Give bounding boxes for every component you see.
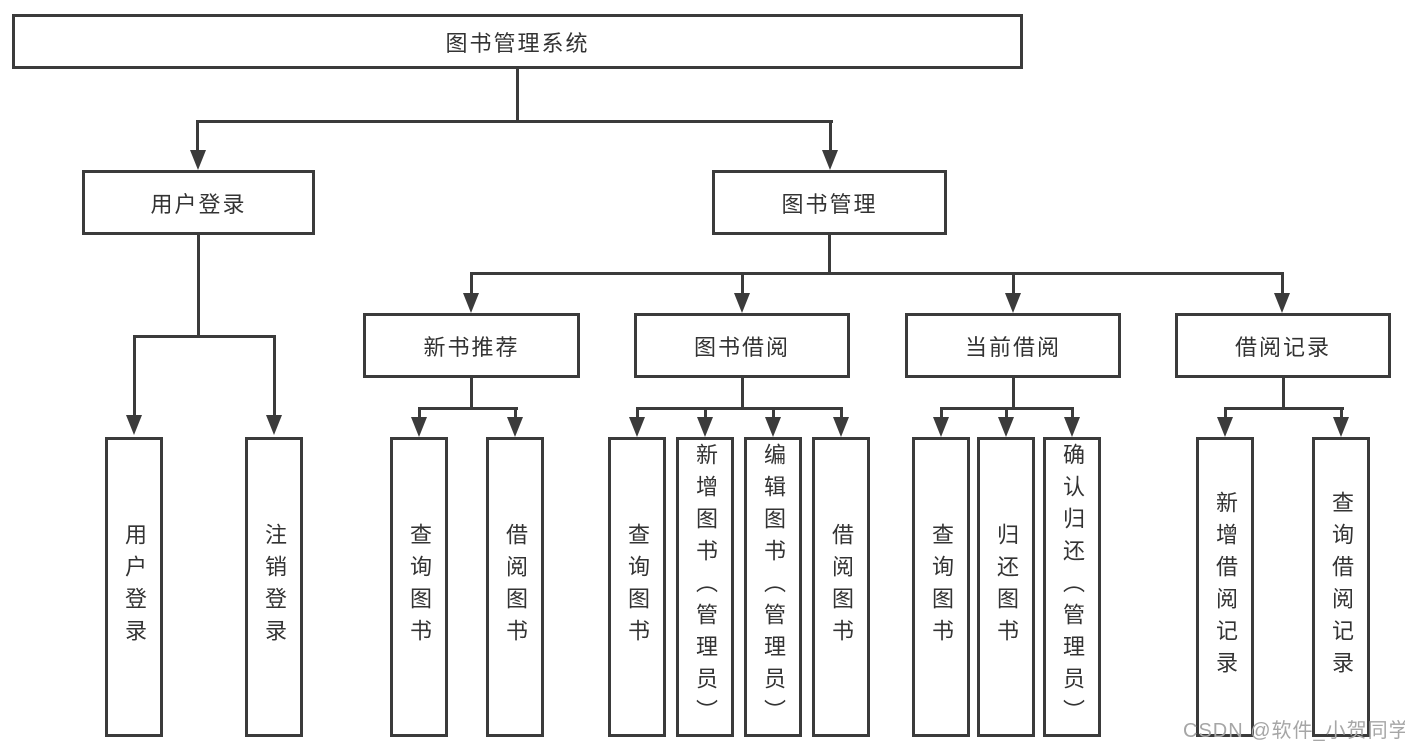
connector-bookmgmt-branch-1 — [470, 272, 473, 294]
node-book-management-label: 图书管理 — [781, 191, 878, 217]
leaf-query-books-current-label: 查询图书 — [929, 523, 954, 651]
arrowhead-to-edit-books-admin — [765, 417, 781, 437]
arrowhead-to-new-book-recommend — [463, 293, 479, 313]
connector-root-stem — [516, 66, 519, 122]
node-current-borrowing-label: 当前借阅 — [964, 334, 1061, 360]
leaf-edit-books-admin-label: 编辑图书（管理员） — [761, 443, 786, 731]
leaf-logout-label: 注销登录 — [262, 523, 287, 651]
node-library-system: 图书管理系统 — [12, 14, 1023, 69]
connector-recommend-stem — [470, 376, 473, 409]
node-new-book-recommend-label: 新书推荐 — [423, 334, 520, 360]
arrowhead-to-leaf-logout — [266, 415, 282, 435]
connector-current-branch-1 — [940, 407, 943, 417]
node-library-system-label: 图书管理系统 — [445, 30, 590, 56]
leaf-edit-books-admin: 编辑图书（管理员） — [744, 437, 802, 737]
leaf-query-books-recommend: 查询图书 — [390, 437, 448, 737]
leaf-return-books: 归还图书 — [977, 437, 1035, 737]
connector-recommend-rail — [418, 407, 518, 410]
leaf-query-books-current: 查询图书 — [912, 437, 970, 737]
leaf-user-login-label: 用户登录 — [122, 523, 147, 651]
connector-bookmgmt-branch-2 — [741, 272, 744, 294]
arrowhead-to-query-borrow-record — [1333, 417, 1349, 437]
arrowhead-to-borrow-books — [833, 417, 849, 437]
connector-recommend-branch-2 — [514, 407, 517, 417]
arrowhead-to-user-login-module — [190, 150, 206, 170]
node-book-borrowing-label: 图书借阅 — [693, 334, 790, 360]
connector-borrowing-branch-2 — [704, 407, 707, 417]
connector-borrowing-branch-4 — [840, 407, 843, 417]
connector-userlogin-stem — [197, 233, 200, 338]
node-user-login-module-label: 用户登录 — [150, 191, 247, 217]
connector-borrowing-branch-1 — [636, 407, 639, 417]
node-new-book-recommend: 新书推荐 — [363, 313, 580, 378]
leaf-query-books-borrow: 查询图书 — [608, 437, 666, 737]
leaf-borrow-books-recommend-label: 借阅图书 — [503, 523, 528, 651]
arrowhead-to-book-borrowing — [734, 293, 750, 313]
leaf-logout: 注销登录 — [245, 437, 303, 737]
arrowhead-to-book-management — [822, 150, 838, 170]
connector-bookmgmt-branch-3 — [1012, 272, 1015, 294]
leaf-query-borrow-record-label: 查询借阅记录 — [1329, 491, 1354, 683]
leaf-borrow-books-recommend: 借阅图书 — [486, 437, 544, 737]
arrowhead-to-leaf-user-login — [126, 415, 142, 435]
arrowhead-to-confirm-return-admin — [1064, 417, 1080, 437]
connector-root-branch-left — [196, 120, 199, 152]
connector-current-branch-3 — [1071, 407, 1074, 417]
arrowhead-to-return-books — [998, 417, 1014, 437]
leaf-borrow-books-label: 借阅图书 — [829, 523, 854, 651]
leaf-add-books-admin-label: 新增图书（管理员） — [693, 443, 718, 731]
node-user-login-module: 用户登录 — [82, 170, 315, 235]
connector-current-branch-2 — [1005, 407, 1008, 417]
connector-root-branch-right — [829, 120, 832, 152]
leaf-return-books-label: 归还图书 — [994, 523, 1019, 651]
leaf-add-borrow-record-label: 新增借阅记录 — [1213, 491, 1238, 683]
connector-userlogin-rail — [133, 335, 276, 338]
connector-root-rail — [196, 120, 833, 123]
csdn-watermark: CSDN @软件_小贺同学 — [1183, 720, 1405, 742]
connector-borrowing-rail — [636, 407, 843, 410]
connector-records-stem — [1282, 376, 1285, 409]
node-borrowing-records: 借阅记录 — [1175, 313, 1391, 378]
leaf-query-borrow-record: 查询借阅记录 — [1312, 437, 1370, 737]
node-book-management: 图书管理 — [712, 170, 947, 235]
leaf-user-login: 用户登录 — [105, 437, 163, 737]
leaf-borrow-books: 借阅图书 — [812, 437, 870, 737]
connector-userlogin-branch-1 — [133, 335, 136, 417]
arrowhead-to-borrow-books-recommend — [507, 417, 523, 437]
node-current-borrowing: 当前借阅 — [905, 313, 1121, 378]
arrowhead-to-borrowing-records — [1274, 293, 1290, 313]
connector-recommend-branch-1 — [418, 407, 421, 417]
connector-current-stem — [1012, 376, 1015, 409]
connector-userlogin-branch-2 — [273, 335, 276, 417]
leaf-confirm-return-admin-label: 确认归还（管理员） — [1060, 443, 1085, 731]
connector-bookmgmt-stem — [828, 233, 831, 275]
arrowhead-to-current-borrowing — [1005, 293, 1021, 313]
connector-records-branch-1 — [1224, 407, 1227, 417]
leaf-confirm-return-admin: 确认归还（管理员） — [1043, 437, 1101, 737]
arrowhead-to-query-books-borrow — [629, 417, 645, 437]
connector-bookmgmt-rail — [470, 272, 1284, 275]
connector-records-rail — [1224, 407, 1344, 410]
node-borrowing-records-label: 借阅记录 — [1234, 334, 1331, 360]
connector-borrowing-stem — [741, 376, 744, 409]
leaf-query-books-borrow-label: 查询图书 — [625, 523, 650, 651]
connector-borrowing-branch-3 — [772, 407, 775, 417]
leaf-add-borrow-record: 新增借阅记录 — [1196, 437, 1254, 737]
connector-records-branch-2 — [1340, 407, 1343, 417]
leaf-add-books-admin: 新增图书（管理员） — [676, 437, 734, 737]
connector-bookmgmt-branch-4 — [1281, 272, 1284, 294]
arrowhead-to-query-books-recommend — [411, 417, 427, 437]
node-book-borrowing: 图书借阅 — [634, 313, 850, 378]
arrowhead-to-add-borrow-record — [1217, 417, 1233, 437]
arrowhead-to-add-books-admin — [697, 417, 713, 437]
leaf-query-books-recommend-label: 查询图书 — [407, 523, 432, 651]
arrowhead-to-query-books-current — [933, 417, 949, 437]
